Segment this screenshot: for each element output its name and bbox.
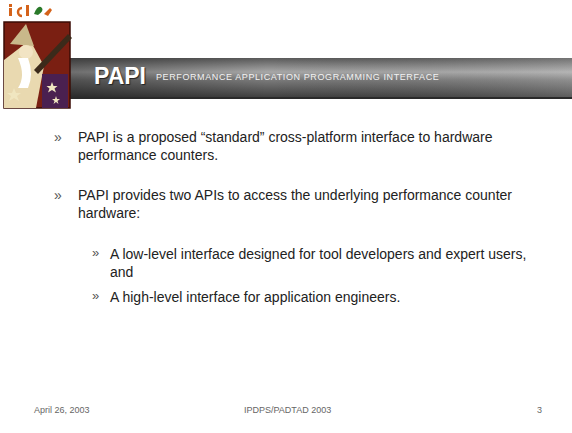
wizard-illustration [4,22,72,108]
slide-number: 3 [537,405,542,417]
sub-bullet-text: A high-level interface for application e… [110,288,550,306]
band-subtitle: PERFORMANCE APPLICATION PROGRAMMING INTE… [156,73,439,83]
bullet-marker: » [54,186,62,204]
bullet-text: PAPI is a proposed “standard” cross-plat… [78,128,556,164]
title-band [64,58,572,98]
bullet-marker: » [54,128,62,146]
band-shade [64,58,572,98]
sub-bullet-marker: » [92,288,99,305]
band-edge [64,97,572,99]
footer-date: April 26, 2003 [34,405,90,417]
title-band-node: PAPI PERFORMANCE APPLICATION PROGRAMMING … [64,58,572,98]
sub-bullet-marker: » [92,245,99,262]
band-title: PAPI [94,64,146,89]
footer-event: IPDPS/PADTAD 2003 [244,405,331,417]
logo [9,4,52,16]
sub-bullet-text: A low-level interface designed for tool … [110,245,550,281]
bullet-text: PAPI provides two APIs to access the und… [78,186,556,222]
